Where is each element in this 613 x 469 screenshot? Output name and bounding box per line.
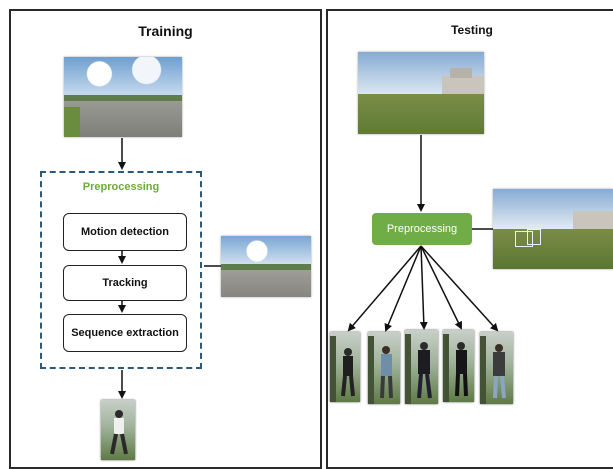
tracking-label: Tracking bbox=[102, 277, 148, 289]
testing-side-photo bbox=[493, 189, 613, 269]
testing-person-5 bbox=[480, 332, 513, 404]
training-preprocessing-label: Preprocessing bbox=[82, 181, 160, 193]
testing-person-4 bbox=[443, 330, 474, 402]
person-silhouette-icon bbox=[341, 348, 355, 397]
testing-person-1 bbox=[330, 332, 360, 402]
training-output-person bbox=[101, 400, 135, 460]
tracking-box: Tracking bbox=[63, 265, 187, 301]
testing-input-photo bbox=[358, 52, 484, 134]
testing-preprocessing-box: Preprocessing bbox=[372, 213, 472, 245]
training-side-photo bbox=[221, 236, 311, 297]
motion-detection-box: Motion detection bbox=[63, 213, 187, 251]
testing-person-3 bbox=[405, 330, 438, 404]
motion-detection-label: Motion detection bbox=[81, 226, 169, 238]
testing-title: Testing bbox=[451, 23, 493, 37]
sequence-extraction-box: Sequence extraction bbox=[63, 314, 187, 352]
person-silhouette-icon bbox=[417, 342, 432, 399]
training-input-photo bbox=[64, 57, 182, 137]
person-silhouette-icon bbox=[110, 410, 128, 455]
training-preprocessing-group: Preprocessing Motion detection Tracking … bbox=[40, 171, 202, 369]
person-silhouette-icon bbox=[380, 346, 393, 399]
person-silhouette-icon bbox=[493, 344, 506, 399]
testing-preprocessing-label: Preprocessing bbox=[386, 223, 458, 235]
training-title: Training bbox=[138, 23, 193, 39]
sequence-extraction-label: Sequence extraction bbox=[71, 327, 179, 339]
testing-person-2 bbox=[368, 332, 400, 404]
person-silhouette-icon bbox=[455, 342, 468, 397]
